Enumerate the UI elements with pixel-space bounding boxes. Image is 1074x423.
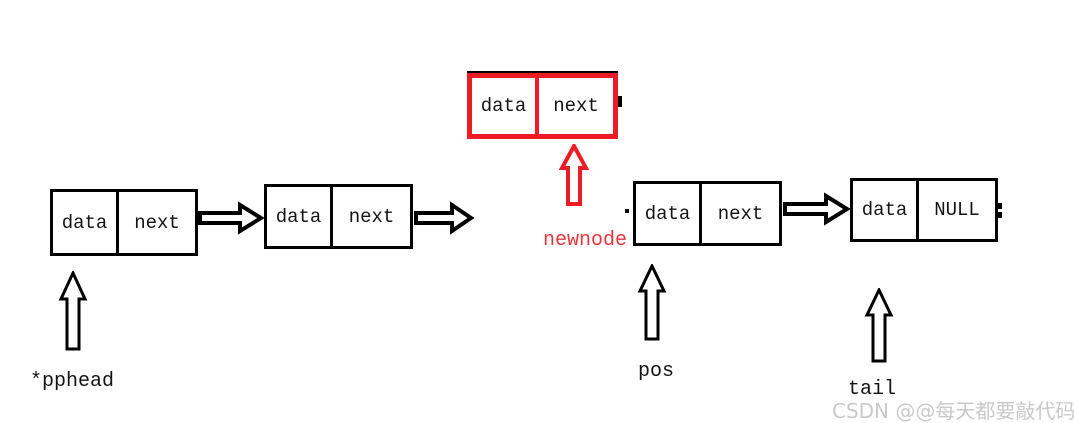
tail-node-box: data NULL bbox=[850, 178, 998, 242]
csdn-watermark: CSDN @@每天都要敲代码 bbox=[832, 399, 1074, 423]
second-node-box: data next bbox=[264, 184, 413, 249]
stray-nub-top-mark bbox=[997, 203, 1002, 209]
tail-label: tail bbox=[848, 378, 897, 401]
pphead-label: *pphead bbox=[30, 370, 115, 393]
pos-node-box: data next bbox=[633, 181, 782, 246]
second-node-data-cell: data bbox=[267, 187, 333, 246]
pos-node-data-cell: data bbox=[636, 184, 702, 243]
new-node-next-cell: next bbox=[553, 95, 599, 117]
stray-line-mark bbox=[467, 71, 618, 74]
pphead-up-arrow bbox=[58, 271, 88, 351]
stray-tick-mark bbox=[618, 96, 622, 107]
stray-dot-mark bbox=[625, 209, 629, 213]
newnode-label: newnode bbox=[543, 229, 628, 252]
head-node-data-cell: data bbox=[53, 192, 119, 253]
stray-nub-bottom-mark bbox=[997, 212, 1002, 218]
tail-up-arrow bbox=[864, 288, 894, 363]
new-node-box: data next bbox=[467, 73, 618, 139]
pos-to-tail-arrow bbox=[783, 192, 850, 226]
head-node-next-cell: next bbox=[134, 211, 180, 234]
pos-node-next-cell: next bbox=[717, 202, 764, 225]
new-node-data-cell: data bbox=[472, 78, 539, 134]
second-node-next-cell: next bbox=[348, 205, 395, 228]
head-node-box: data next bbox=[50, 189, 198, 256]
second-node-out-arrow bbox=[414, 201, 474, 235]
tail-node-data-cell: data bbox=[853, 181, 919, 239]
head-to-second-arrow bbox=[198, 201, 264, 235]
newnode-up-arrow bbox=[559, 144, 589, 206]
tail-node-null-cell: NULL bbox=[934, 199, 980, 221]
pos-label: pos bbox=[638, 360, 675, 383]
pos-up-arrow bbox=[637, 264, 667, 341]
